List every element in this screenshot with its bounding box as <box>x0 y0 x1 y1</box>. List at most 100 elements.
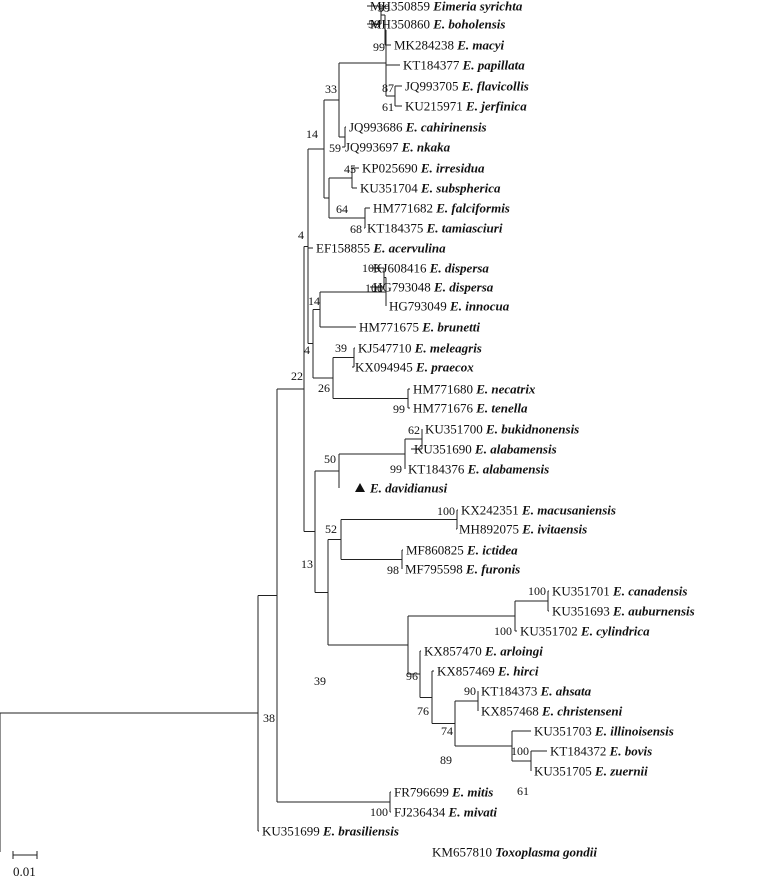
tip-species: E. brunetti <box>421 320 480 335</box>
bootstrap-value: 61 <box>517 784 529 798</box>
tip-label: KX242351 E. macusaniensis <box>461 503 616 518</box>
tip-species: E. alabamensis <box>467 462 550 477</box>
scale-bar-label: 0.01 <box>13 864 36 879</box>
scale-bar: 0.01 <box>12 851 38 879</box>
bootstrap-value: 39 <box>314 674 326 688</box>
tree-branches <box>0 5 549 852</box>
bootstrap-value: 14 <box>306 127 318 141</box>
tip-label: KJ608416 E. dispersa <box>373 261 489 276</box>
bootstrap-value: 22 <box>291 369 303 383</box>
tip-accession: MH350859 <box>370 0 433 14</box>
bootstrap-value: 52 <box>325 522 337 536</box>
tip-accession: KT184375 <box>367 221 427 236</box>
tip-accession: KU351705 <box>534 764 595 779</box>
bootstrap-value: 87 <box>382 81 394 95</box>
tip-accession: HG793049 <box>389 299 450 314</box>
tip-label: MF860825 E. ictidea <box>406 543 518 558</box>
bootstrap-value: 99 <box>378 1 390 15</box>
bootstrap-value: 100 <box>437 504 455 518</box>
triangle-marker-icon <box>355 483 365 492</box>
tip-accession: KM657810 <box>432 845 495 860</box>
tip-species: E. auburnensis <box>612 604 695 619</box>
tip-species: E. boholensis <box>432 17 505 32</box>
tip-accession: KT184372 <box>550 744 610 759</box>
bootstrap-value: 50 <box>324 452 336 466</box>
tip-accession: KJ547710 <box>358 341 415 356</box>
tip-label: KU351702 E. cylindrica <box>520 624 650 639</box>
bootstrap-value: 100 <box>494 624 512 638</box>
tip-species: E. ivitaensis <box>521 522 587 537</box>
tip-species: E. mivati <box>448 805 498 820</box>
tip-accession: KU351699 <box>262 824 323 839</box>
tip-accession: KU351693 <box>552 604 613 619</box>
bootstrap-value: 26 <box>318 381 330 395</box>
tip-label: KM657810 Toxoplasma gondii <box>432 845 597 860</box>
tip-label: KU215971 E. jerfinica <box>405 99 527 114</box>
tip-accession: HM771680 <box>413 382 476 397</box>
tip-accession: KU351703 <box>534 724 595 739</box>
tip-label: JQ993705 E. flavicollis <box>405 79 529 94</box>
bootstrap-value: 76 <box>417 704 429 718</box>
tip-species: E. cahirinensis <box>405 120 487 135</box>
tip-species: E. macyi <box>456 38 504 53</box>
bootstrap-value: 96 <box>406 669 418 683</box>
tip-label: KX857470 E. arloingi <box>424 644 543 659</box>
bootstrap-value: 61 <box>382 100 394 114</box>
bootstrap-value: 45 <box>344 162 356 176</box>
tip-label: KU351705 E. zuernii <box>534 764 648 779</box>
tip-species: E. cylindrica <box>580 624 650 639</box>
tip-accession: JQ993686 <box>349 120 406 135</box>
tip-label: MK284238 E. macyi <box>394 38 505 53</box>
tip-label: KT184373 E. ahsata <box>481 684 592 699</box>
bootstrap-values: 9959998761335914456468410010014392699422… <box>263 1 546 819</box>
tip-label: HM771682 E. falciformis <box>373 201 510 216</box>
tip-label: EF158855 E. acervulina <box>316 241 446 256</box>
tip-label: MH892075 E. ivitaensis <box>459 522 587 537</box>
tip-species: Eimeria syrichta <box>432 0 523 14</box>
tip-species: E. christenseni <box>541 704 623 719</box>
tip-accession: FJ236434 <box>394 805 449 820</box>
tip-accession: KX242351 <box>461 503 522 518</box>
tip-species: E. innocua <box>449 299 510 314</box>
tip-species: E. falciformis <box>435 201 510 216</box>
tip-label: E. davidianusi <box>369 481 448 496</box>
tip-label: KX094945 E. praecox <box>355 360 474 375</box>
tip-accession: KU215971 <box>405 99 466 114</box>
tip-accession: KX094945 <box>355 360 416 375</box>
tip-accession: KU351702 <box>520 624 581 639</box>
tip-species: E. hirci <box>497 664 539 679</box>
bootstrap-value: 99 <box>390 462 402 476</box>
tip-accession: EF158855 <box>316 241 373 256</box>
tip-label: FJ236434 E. mivati <box>394 805 497 820</box>
bootstrap-value: 100 <box>528 584 546 598</box>
tip-accession: KT184373 <box>481 684 541 699</box>
tip-accession: KU351701 <box>552 584 613 599</box>
tip-accession: HM771675 <box>359 320 422 335</box>
tip-label: HG793049 E. innocua <box>389 299 510 314</box>
tip-label: KJ547710 E. meleagris <box>358 341 482 356</box>
tip-species: E. praecox <box>415 360 474 375</box>
tip-species: E. brasiliensis <box>322 824 399 839</box>
tip-accession: KU351690 <box>414 442 475 457</box>
tip-accession: KX857469 <box>437 664 498 679</box>
bootstrap-value: 59 <box>368 17 380 31</box>
tip-species: E. nkaka <box>401 140 451 155</box>
tip-species: Toxoplasma gondii <box>495 845 597 860</box>
tip-species: E. davidianusi <box>369 481 448 496</box>
tip-accession: MF795598 <box>405 562 466 577</box>
tip-accession: HM771682 <box>373 201 436 216</box>
tip-label: KU351704 E. subspherica <box>360 181 501 196</box>
tip-species: E. ahsata <box>540 684 592 699</box>
tip-species: E. zuernii <box>594 764 648 779</box>
tip-accession: KJ608416 <box>373 261 430 276</box>
tip-species: E. ictidea <box>466 543 518 558</box>
tip-label: KU351699 E. brasiliensis <box>262 824 399 839</box>
tip-accession: KU351704 <box>360 181 421 196</box>
tip-accession: KT184376 <box>408 462 468 477</box>
tip-label: KT184377 E. papillata <box>403 58 525 73</box>
tip-accession: KX857470 <box>424 644 485 659</box>
tip-accession: MK284238 <box>394 38 457 53</box>
bootstrap-value: 62 <box>408 423 420 437</box>
